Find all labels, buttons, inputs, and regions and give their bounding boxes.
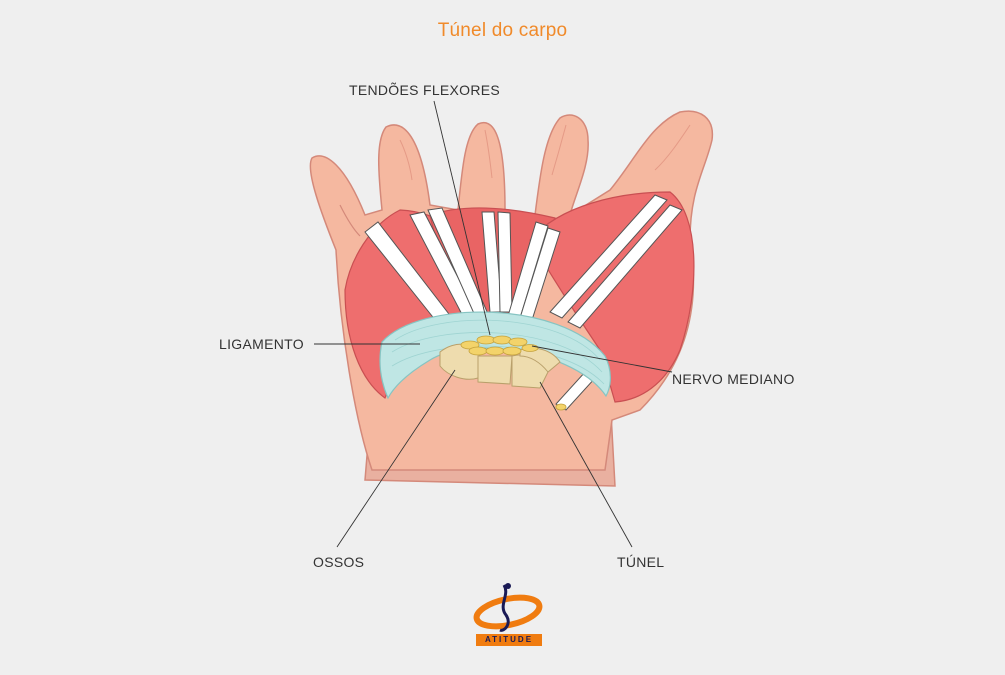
logo-emblem [473,583,543,632]
label-median-nerve: NERVO MEDIANO [672,371,795,387]
leader-lines [314,100,673,548]
flexor-tendons [364,194,683,411]
ligament-band [379,311,611,400]
label-tunnel: TÚNEL [617,554,665,570]
diagram-title: Túnel do carpo [437,20,568,41]
label-ligament: LIGAMENTO [219,336,304,352]
carpal-bones [439,343,561,389]
median-nerve [460,335,539,356]
label-flexor-tendons: TENDÕES FLEXORES [349,82,501,98]
label-bones: OSSOS [313,554,365,570]
logo-wordmark: ATITUDE [476,634,542,646]
